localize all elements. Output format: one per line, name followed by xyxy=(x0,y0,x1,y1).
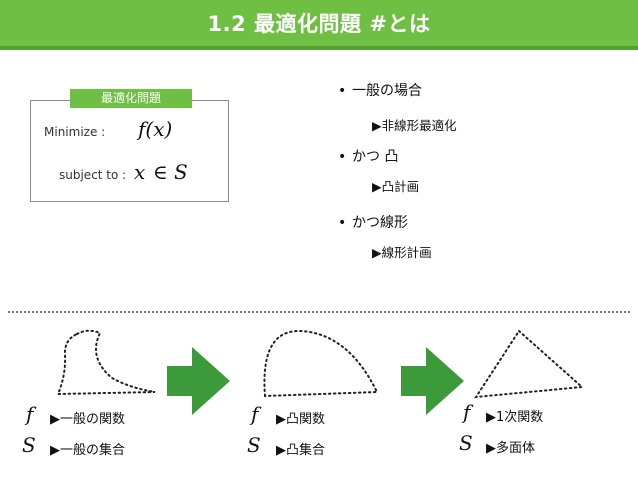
set-symbol: S xyxy=(22,433,36,457)
minimize-expression: f(x) xyxy=(138,117,173,141)
sub-convex-program: ▶凸計画 xyxy=(372,179,420,194)
convex-function-label: ▶凸関数 xyxy=(276,412,325,427)
bullet-dot: • xyxy=(338,149,347,165)
bullet-text: かつ 凸 xyxy=(352,149,399,165)
function-symbol: f xyxy=(26,402,34,426)
general-set-shape xyxy=(56,329,156,396)
function-symbol: f xyxy=(463,400,471,424)
function-symbol: f xyxy=(251,402,259,426)
polyhedron-shape xyxy=(474,329,585,399)
bullet-general: • 一般の場合 xyxy=(338,80,422,100)
element-of-symbol: ∈ xyxy=(153,160,168,184)
subject-set: S xyxy=(174,160,188,184)
subject-to-label: subject to : xyxy=(59,168,127,182)
sub-nonlinear: ▶非線形最適化 xyxy=(372,118,457,133)
sub-linear-program: ▶線形計画 xyxy=(372,245,432,260)
optimization-tag: 最適化問題 xyxy=(70,89,192,108)
general-function-label: ▶一般の関数 xyxy=(50,412,125,427)
subject-variable: x xyxy=(134,160,146,184)
title-bar: 1.2 最適化問題 #とは xyxy=(0,0,638,50)
convex-set-shape xyxy=(263,329,379,398)
bullet-dot: • xyxy=(338,83,347,99)
bullet-text: 一般の場合 xyxy=(352,83,422,99)
optimization-box xyxy=(30,100,229,202)
convex-set-label: ▶凸集合 xyxy=(276,443,325,458)
set-symbol: S xyxy=(459,431,473,455)
bullet-dot: • xyxy=(338,215,347,231)
right-arrow-icon xyxy=(401,347,464,415)
right-arrow-icon xyxy=(167,347,230,415)
linear-function-label: ▶1次関数 xyxy=(486,410,544,425)
bullet-text: かつ線形 xyxy=(352,215,408,231)
minimize-label: Minimize : xyxy=(44,125,106,139)
bullet-linear: • かつ線形 xyxy=(338,212,408,232)
bullet-convex: • かつ 凸 xyxy=(338,146,398,166)
section-divider xyxy=(8,311,630,313)
set-symbol: S xyxy=(247,433,261,457)
slide-title: 1.2 最適化問題 #とは xyxy=(207,12,431,36)
general-set-label: ▶一般の集合 xyxy=(50,443,125,458)
polyhedron-label: ▶多面体 xyxy=(486,441,535,456)
